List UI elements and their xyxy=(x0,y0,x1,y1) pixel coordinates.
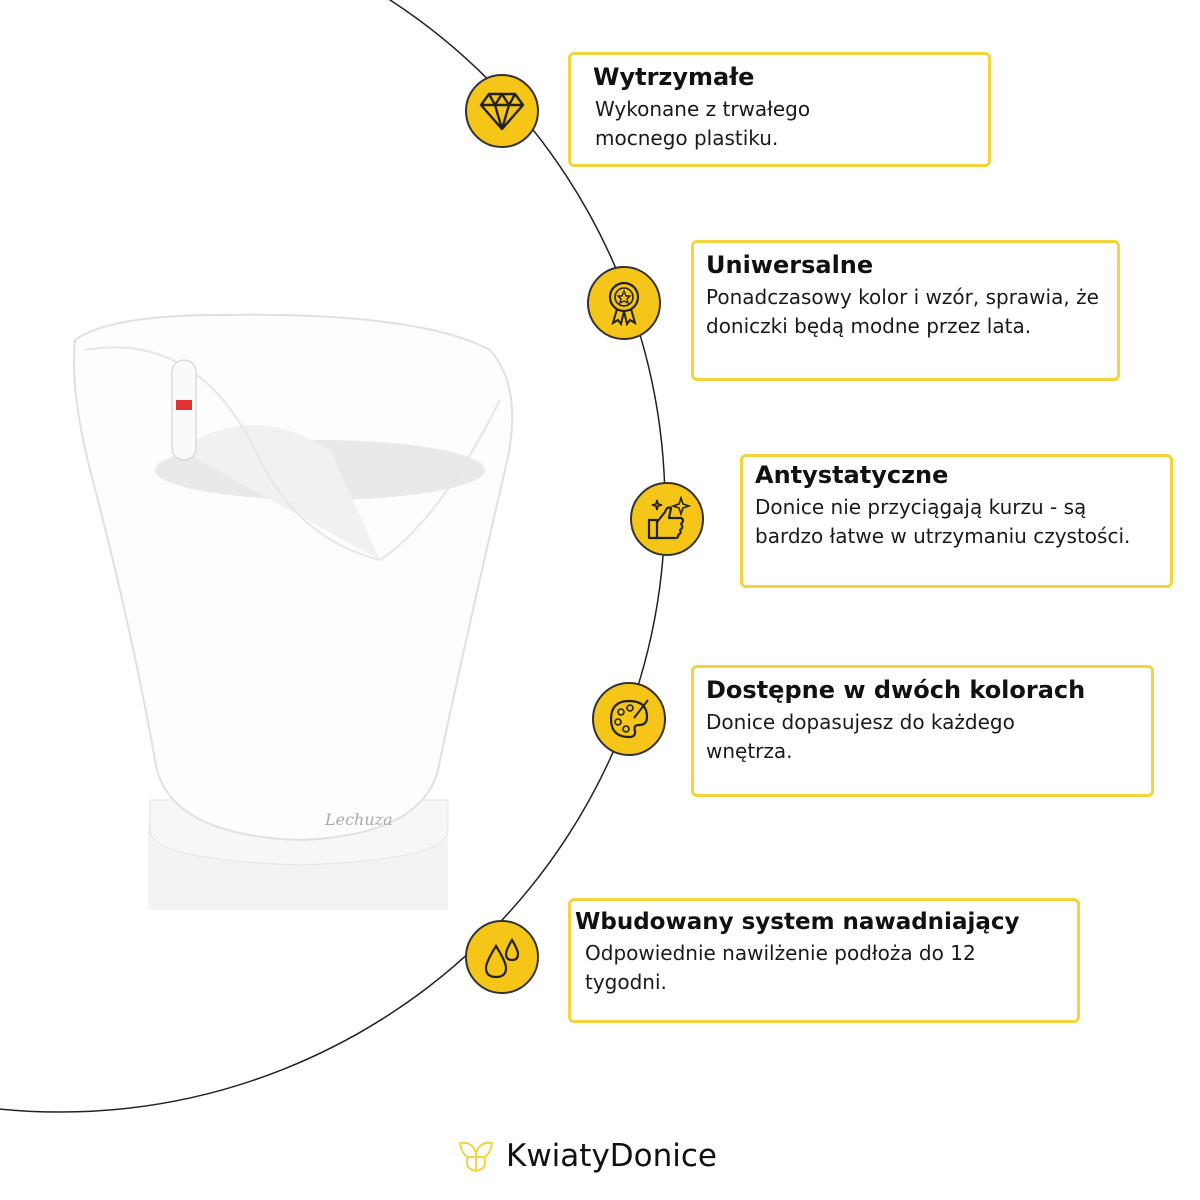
feature-card-colors: Dostępne w dwóch kolorach Donice dopasuj… xyxy=(691,665,1154,797)
feature-text: Wykonane z trwałego mocnego plastiku. xyxy=(595,97,811,150)
water-drops-icon xyxy=(465,920,539,994)
feature-text: Ponadczasowy kolor i wzór, sprawia, że d… xyxy=(706,285,1099,338)
feature-title: Wytrzymałe xyxy=(593,63,755,91)
butterfly-logo-icon xyxy=(458,1141,494,1172)
sparkle-thumbs-up-icon xyxy=(630,482,704,556)
feature-text: Donice nie przyciągają kurzu - są bardzo… xyxy=(755,495,1131,548)
feature-card-antistatic: Antystatyczne Donice nie przyciągają kur… xyxy=(740,454,1173,588)
feature-title: Uniwersalne xyxy=(706,251,874,279)
palette-icon xyxy=(592,682,666,756)
feature-title: Wbudowany system nawadniający xyxy=(575,909,1020,935)
feature-card-irrigation: Wbudowany system nawadniający Odpowiedni… xyxy=(568,898,1080,1023)
feature-title: Antystatyczne xyxy=(755,461,949,489)
brand-logo: KwiatyDonice xyxy=(458,1138,717,1174)
feature-card-durable: Wytrzymałe Wykonane z trwałego mocnego p… xyxy=(568,52,991,167)
award-medal-icon xyxy=(587,266,661,340)
diamond-icon xyxy=(465,74,539,148)
svg-text:Lechuza: Lechuza xyxy=(324,810,393,829)
feature-text: Donice dopasujesz do każdego wnętrza. xyxy=(706,710,1015,763)
brand-name: KwiatyDonice xyxy=(506,1138,718,1174)
feature-text: Odpowiednie nawilżenie podłoża do 12 tyg… xyxy=(585,941,976,994)
product-image: Lechuza xyxy=(73,313,514,910)
feature-title: Dostępne w dwóch kolorach xyxy=(706,676,1086,704)
feature-card-universal: Uniwersalne Ponadczasowy kolor i wzór, s… xyxy=(691,240,1120,381)
